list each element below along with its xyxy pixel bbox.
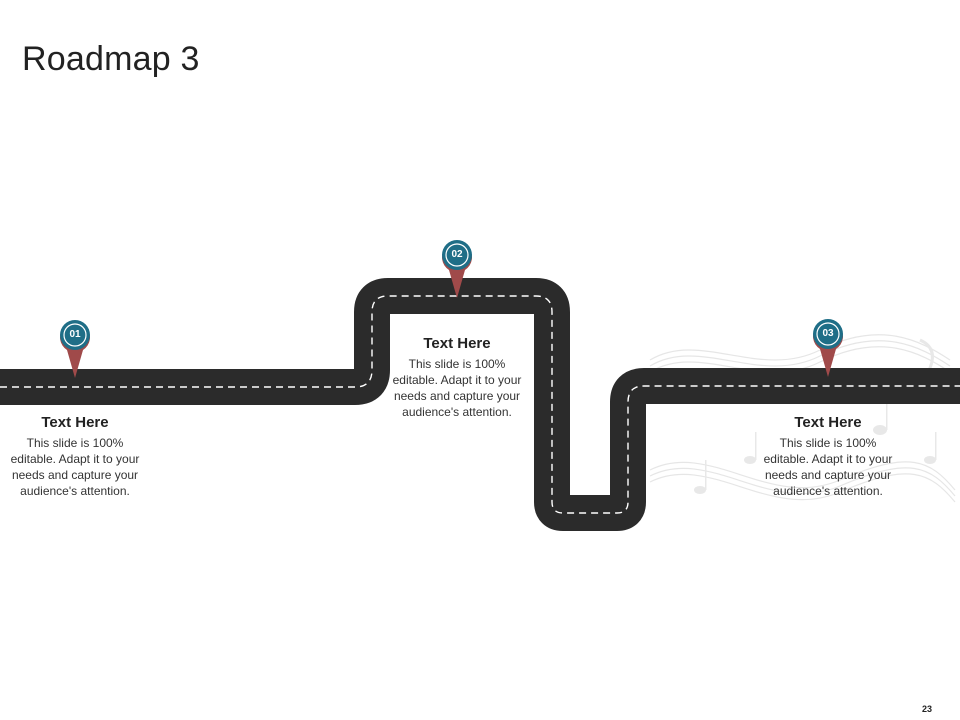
milestone-number: 02 [451,249,463,260]
map-pin-icon [813,319,843,377]
milestone-heading: Text Here [423,335,491,352]
milestone-description: This slide is 100% editable. Adapt it to… [763,436,893,498]
milestone-description: This slide is 100% editable. Adapt it to… [10,436,140,498]
milestone-text-02: Text Here This slide is 100% editable. A… [387,335,527,420]
milestone-text-03: Text Here This slide is 100% editable. A… [758,414,898,499]
milestone-number: 01 [69,329,81,340]
milestone-description: This slide is 100% editable. Adapt it to… [392,357,522,419]
milestone-text-01: Text Here This slide is 100% editable. A… [5,414,145,499]
road-center-dashes [0,295,960,514]
map-pin-icon [442,240,472,298]
milestone-heading: Text Here [41,414,109,431]
milestone-pin-01: 01 [55,320,95,380]
slide-title: Roadmap 3 [22,40,200,78]
milestone-heading: Text Here [794,414,862,431]
milestone-number: 03 [822,328,834,339]
page-number: 23 [921,704,932,714]
milestone-pin-02: 02 [437,240,477,300]
map-pin-icon [60,320,90,378]
milestone-pin-03: 03 [808,319,848,379]
